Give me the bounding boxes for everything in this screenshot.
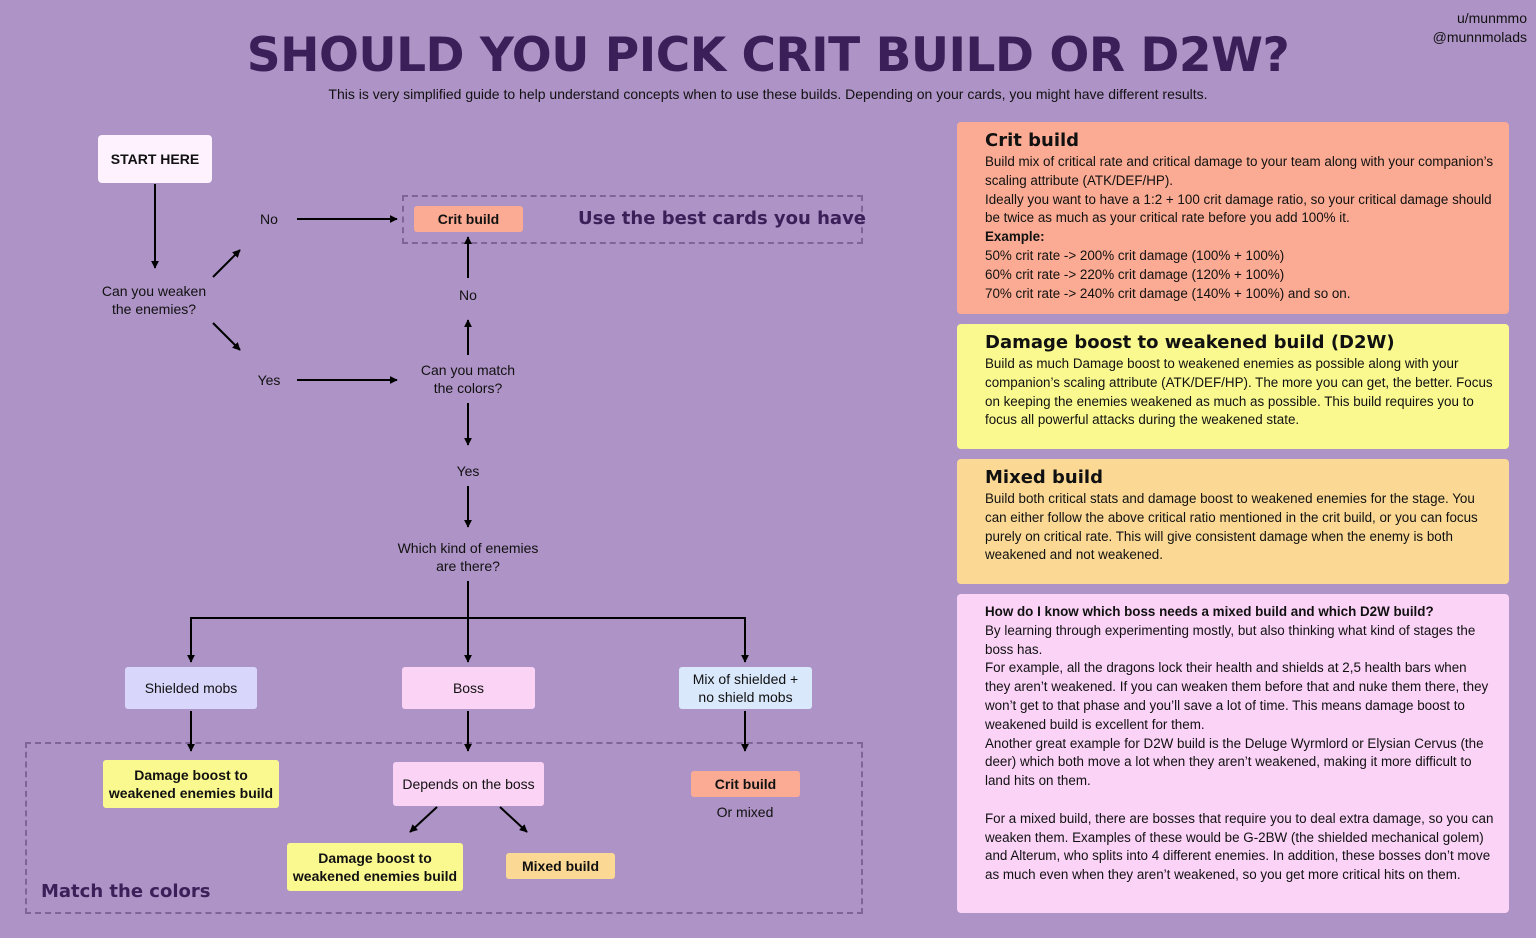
mixed-build-box: Mixed build xyxy=(506,853,615,879)
shielded-mobs-box: Shielded mobs xyxy=(125,667,257,709)
start-box: START HERE xyxy=(98,135,212,183)
faq-panel: How do I know which boss needs a mixed b… xyxy=(957,594,1509,913)
faq-paragraph-3: Another great example for D2W build is t… xyxy=(985,735,1484,789)
faq-paragraph-1: By learning through experimenting mostly… xyxy=(985,622,1476,657)
crit-panel-title: Crit build xyxy=(985,130,1080,151)
faq-paragraph-2: For example, all the dragons lock their … xyxy=(985,660,1489,732)
mixed-panel: Mixed build Build both critical stats an… xyxy=(957,459,1509,584)
depends-box: Depends on the boss xyxy=(393,762,544,806)
best-cards-label: Use the best cards you have xyxy=(578,208,867,229)
label-yes-2: Yes xyxy=(456,463,480,479)
match-colors-label: Match the colors xyxy=(41,881,211,902)
crit-panel-body1: Build mix of critical rate and critical … xyxy=(985,154,1494,188)
arrow-q1-to-no xyxy=(212,249,241,278)
credit: u/munmmo @munnmolads xyxy=(1433,9,1527,47)
crit-build-right: Crit build xyxy=(691,771,800,797)
faq-question: How do I know which boss needs a mixed b… xyxy=(985,604,1434,619)
crit-build-top: Crit build xyxy=(414,206,523,232)
credit-handle: @munnmolads xyxy=(1432,29,1527,45)
crit-panel-example-1: 50% crit rate -> 200% crit damage (100% … xyxy=(985,247,1285,263)
d2w-box-bottom: Damage boost to weakened enemies build xyxy=(287,843,463,891)
crit-panel-example-label: Example: xyxy=(985,229,1045,245)
mix-mobs-box: Mix of shielded + no shield mobs xyxy=(679,667,812,709)
faq-paragraph-4: For a mixed build, there are bosses that… xyxy=(985,810,1494,883)
arrow-depends-to-mixed xyxy=(499,806,528,833)
crit-panel-body2: Ideally you want to have a 1:2 + 100 cri… xyxy=(985,191,1492,226)
label-yes-1: Yes xyxy=(257,372,281,388)
page-title: SHOULD YOU PICK CRIT BUILD OR D2W? xyxy=(246,28,1290,83)
arrow-q1-to-yes xyxy=(212,322,241,351)
d2w-panel: Damage boost to weakened build (D2W) Bui… xyxy=(957,324,1509,449)
crit-panel-example-2: 60% crit rate -> 220% crit damage (120% … xyxy=(985,266,1285,282)
best-cards-group xyxy=(402,195,863,244)
crit-panel-example-3: 70% crit rate -> 240% crit damage (140% … xyxy=(985,285,1351,301)
label-no-2: No xyxy=(459,287,477,303)
mixed-panel-body: Build both critical stats and damage boo… xyxy=(985,491,1478,563)
question-match: Can you match the colors? xyxy=(420,362,516,396)
arrow-depends-to-d2w xyxy=(409,806,438,833)
page-subtitle: This is very simplified guide to help un… xyxy=(328,86,1208,102)
crit-panel: Crit build Build mix of critical rate an… xyxy=(957,122,1509,314)
boss-box: Boss xyxy=(402,667,535,709)
d2w-box-left: Damage boost to weakened enemies build xyxy=(103,760,279,808)
or-mixed-label: Or mixed xyxy=(716,804,774,820)
question-kind: Which kind of enemies are there? xyxy=(397,540,539,574)
d2w-panel-body: Build as much Damage boost to weakened e… xyxy=(985,356,1493,428)
match-colors-group xyxy=(25,742,863,914)
question-weaken: Can you weaken the enemies? xyxy=(101,283,207,317)
d2w-panel-title: Damage boost to weakened build (D2W) xyxy=(985,332,1395,353)
credit-user: u/munmmo xyxy=(1456,10,1527,26)
mixed-panel-title: Mixed build xyxy=(985,467,1103,488)
label-no-1: No xyxy=(260,211,278,227)
